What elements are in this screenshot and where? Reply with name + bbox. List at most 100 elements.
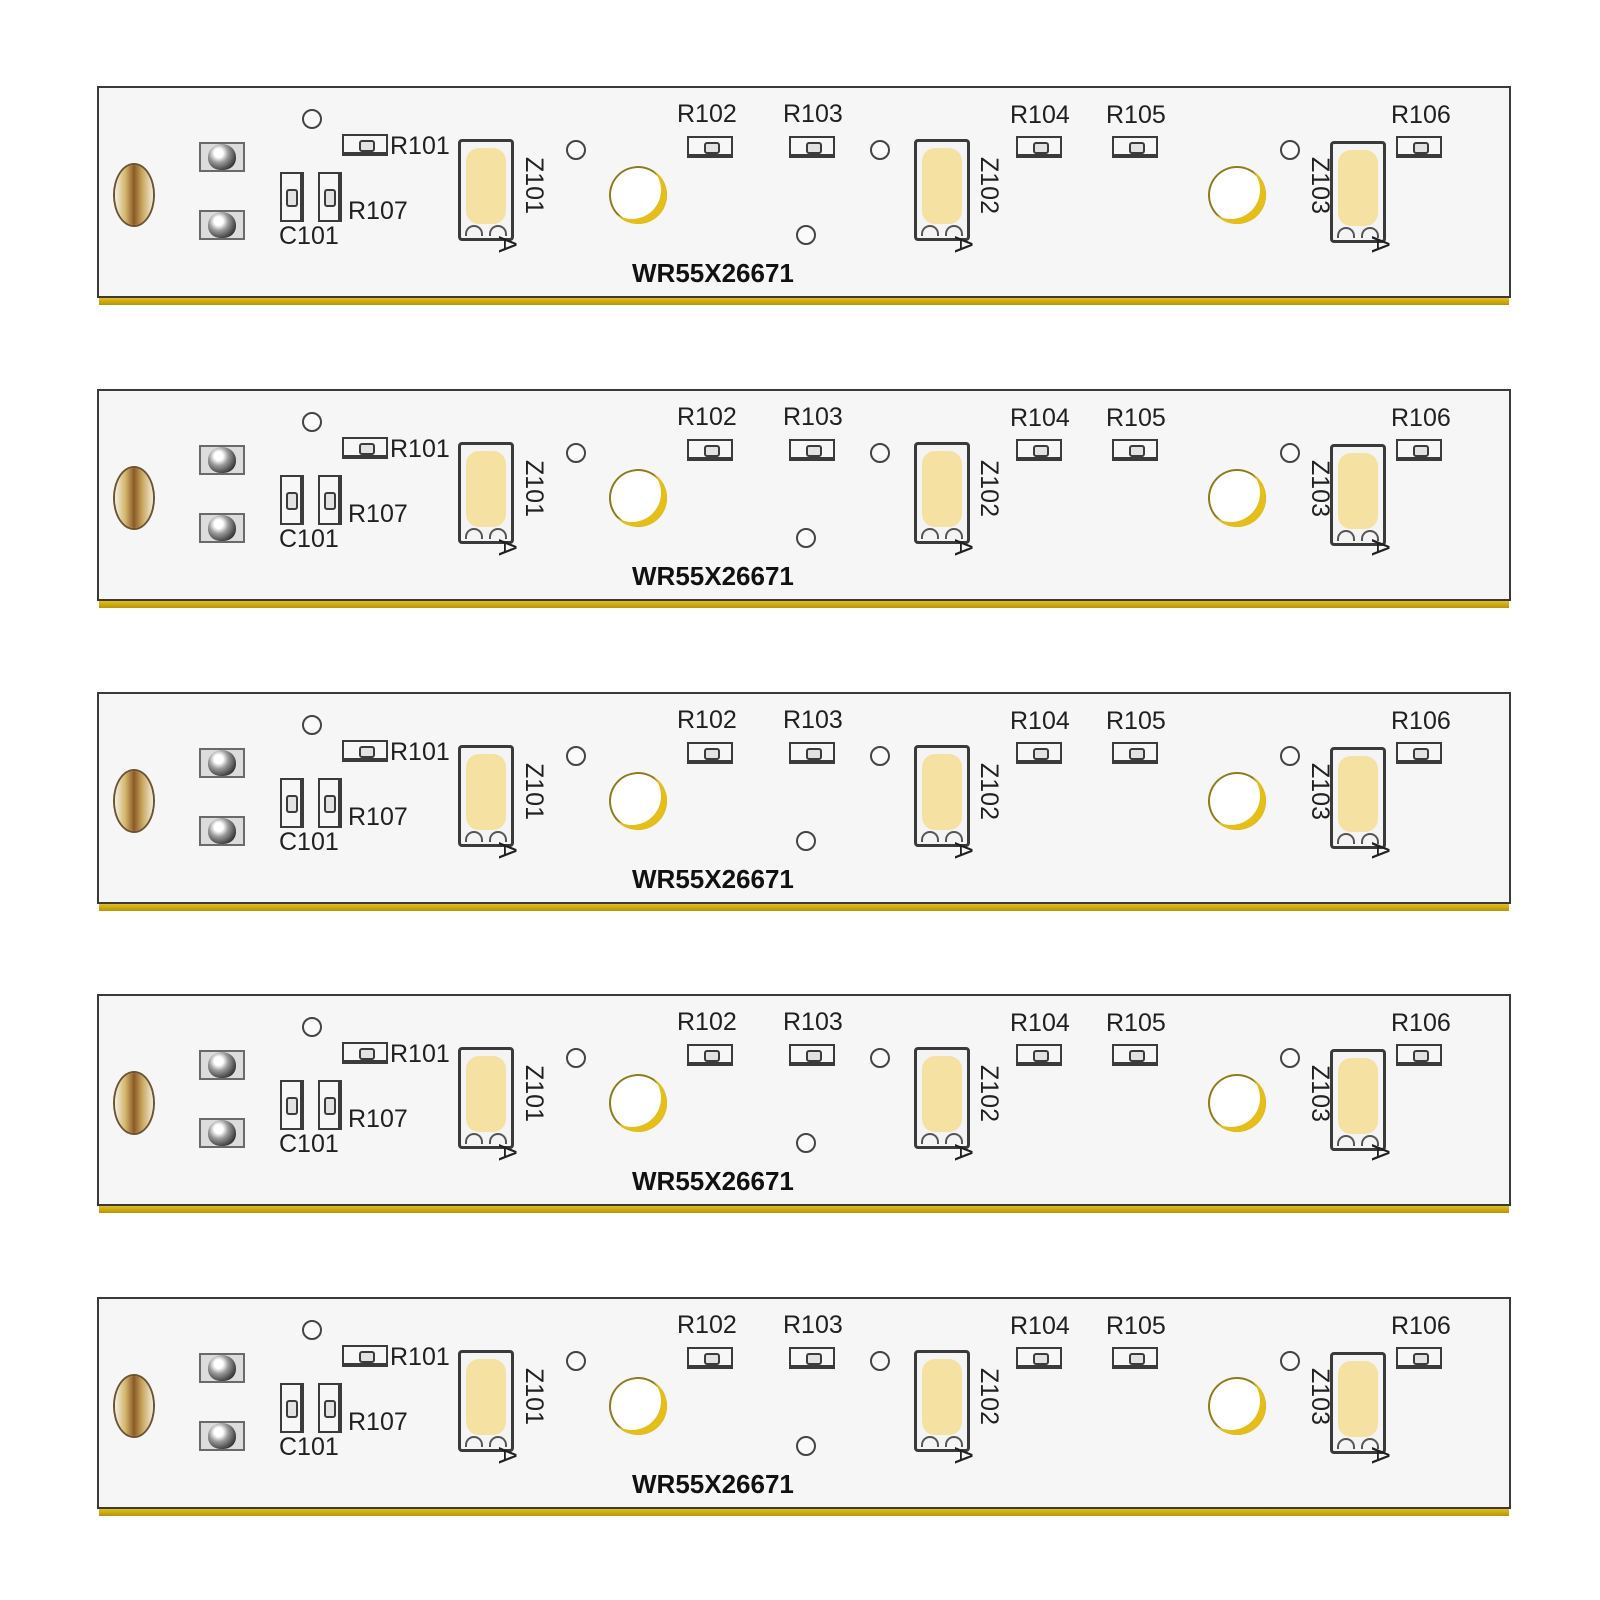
led-lens — [922, 754, 962, 830]
led-z102 — [914, 442, 970, 544]
label-r105: R105 — [1106, 1312, 1166, 1340]
board-substrate: R101 R107 C101 R102 R103 R104 R105 R106 … — [97, 692, 1511, 904]
resistor-r101 — [342, 1042, 388, 1064]
label-c101: C101 — [279, 222, 339, 250]
label-z101: Z101 — [520, 1368, 548, 1425]
solder-terminal — [199, 1050, 245, 1080]
label-c101: C101 — [279, 828, 339, 856]
part-number: WR55X26671 — [632, 1166, 794, 1196]
label-z103: Z103 — [1306, 1065, 1334, 1122]
label-r104: R104 — [1010, 101, 1070, 129]
led-z103 — [1330, 747, 1386, 849]
label-r106: R106 — [1391, 1312, 1451, 1340]
label-r103: R103 — [783, 706, 843, 734]
via-hole — [796, 831, 816, 851]
label-r101: R101 — [390, 738, 450, 766]
via-hole — [870, 443, 890, 463]
label-r103: R103 — [783, 403, 843, 431]
label-r101: R101 — [390, 1343, 450, 1371]
capacitor-c101 — [280, 172, 304, 222]
mounting-hole — [1208, 166, 1266, 224]
led-lens — [466, 451, 506, 527]
label-r102: R102 — [677, 403, 737, 431]
label-z102: Z102 — [975, 157, 1003, 214]
mounting-hole — [609, 469, 667, 527]
led-z102 — [914, 745, 970, 847]
led-z103 — [1330, 444, 1386, 546]
resistor-r102 — [687, 1347, 733, 1369]
anode-mark: A — [949, 1144, 977, 1161]
via-hole — [796, 225, 816, 245]
via-hole — [870, 746, 890, 766]
label-z103: Z103 — [1306, 157, 1334, 214]
resistor-r101 — [342, 740, 388, 762]
via-hole — [566, 746, 586, 766]
resistor-r107 — [318, 172, 342, 222]
part-number: WR55X26671 — [632, 1469, 794, 1499]
led-light-board: R101 R107 C101 R102 R103 R104 R105 R106 … — [97, 692, 1511, 911]
label-z102: Z102 — [975, 1368, 1003, 1425]
anode-mark: A — [949, 539, 977, 556]
resistor-r102 — [687, 439, 733, 461]
part-number: WR55X26671 — [632, 561, 794, 591]
label-r107: R107 — [348, 1408, 408, 1436]
label-z102: Z102 — [975, 460, 1003, 517]
resistor-r103 — [789, 136, 835, 158]
label-z101: Z101 — [520, 460, 548, 517]
board-substrate: R101 R107 C101 R102 R103 R104 R105 R106 … — [97, 1297, 1511, 1509]
mounting-slot — [115, 165, 153, 225]
led-lens — [1338, 756, 1378, 832]
solder-terminal — [199, 1353, 245, 1383]
mounting-hole — [1208, 1377, 1266, 1435]
led-lens — [466, 1359, 506, 1435]
anode-mark: A — [949, 842, 977, 859]
via-hole — [796, 1133, 816, 1153]
label-r105: R105 — [1106, 101, 1166, 129]
anode-mark: A — [949, 1447, 977, 1464]
resistor-r106 — [1396, 1347, 1442, 1369]
label-z103: Z103 — [1306, 460, 1334, 517]
label-r104: R104 — [1010, 1009, 1070, 1037]
via-hole — [302, 715, 322, 735]
label-r107: R107 — [348, 803, 408, 831]
board-substrate: R101 R107 C101 R102 R103 R104 R105 R106 … — [97, 86, 1511, 298]
via-hole — [1280, 1048, 1300, 1068]
via-hole — [566, 443, 586, 463]
resistor-r104 — [1016, 439, 1062, 461]
board-gold-edge — [99, 1509, 1509, 1516]
capacitor-c101 — [280, 475, 304, 525]
label-r103: R103 — [783, 100, 843, 128]
label-z103: Z103 — [1306, 763, 1334, 820]
via-hole — [1280, 1351, 1300, 1371]
label-r102: R102 — [677, 706, 737, 734]
via-hole — [870, 140, 890, 160]
solder-terminal — [199, 1421, 245, 1451]
part-number: WR55X26671 — [632, 258, 794, 288]
solder-terminal — [199, 1118, 245, 1148]
led-z103 — [1330, 1049, 1386, 1151]
anode-mark: A — [949, 236, 977, 253]
led-lens — [1338, 150, 1378, 226]
label-r101: R101 — [390, 435, 450, 463]
resistor-r103 — [789, 742, 835, 764]
via-hole — [1280, 746, 1300, 766]
led-z102 — [914, 1350, 970, 1452]
via-hole — [796, 528, 816, 548]
via-hole — [302, 109, 322, 129]
label-r105: R105 — [1106, 1009, 1166, 1037]
label-r103: R103 — [783, 1008, 843, 1036]
led-light-board: R101 R107 C101 R102 R103 R104 R105 R106 … — [97, 1297, 1511, 1516]
board-gold-edge — [99, 904, 1509, 911]
mounting-slot — [115, 1376, 153, 1436]
board-substrate: R101 R107 C101 R102 R103 R104 R105 R106 … — [97, 389, 1511, 601]
led-lens — [1338, 453, 1378, 529]
resistor-r101 — [342, 1345, 388, 1367]
resistor-r107 — [318, 475, 342, 525]
resistor-r107 — [318, 1080, 342, 1130]
label-r107: R107 — [348, 197, 408, 225]
label-r106: R106 — [1391, 707, 1451, 735]
led-lens — [922, 1056, 962, 1132]
led-light-board: R101 R107 C101 R102 R103 R104 R105 R106 … — [97, 389, 1511, 608]
solder-terminal — [199, 513, 245, 543]
anode-mark: A — [1366, 539, 1394, 556]
